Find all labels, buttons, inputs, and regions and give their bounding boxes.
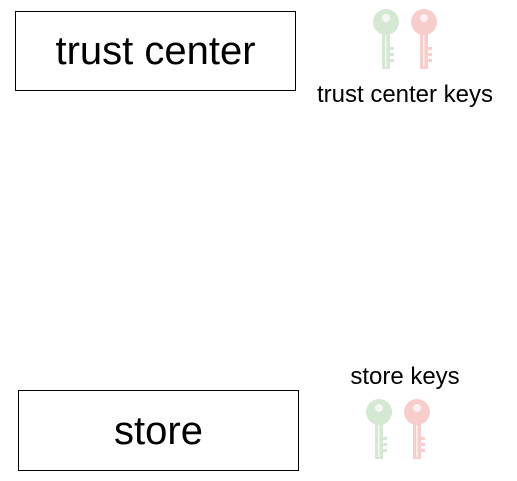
trust-center-keys-caption: trust center keys xyxy=(316,81,494,108)
red-key-icon xyxy=(404,399,430,459)
green-key-icon xyxy=(373,9,399,69)
trust-center-label: trust center xyxy=(55,29,256,73)
green-key-icon xyxy=(366,399,392,459)
red-key-icon xyxy=(411,9,437,69)
store-label: store xyxy=(114,408,203,453)
trust-center-box: trust center xyxy=(15,11,296,91)
store-box: store xyxy=(18,390,299,471)
store-keys-caption: store keys xyxy=(350,363,460,390)
